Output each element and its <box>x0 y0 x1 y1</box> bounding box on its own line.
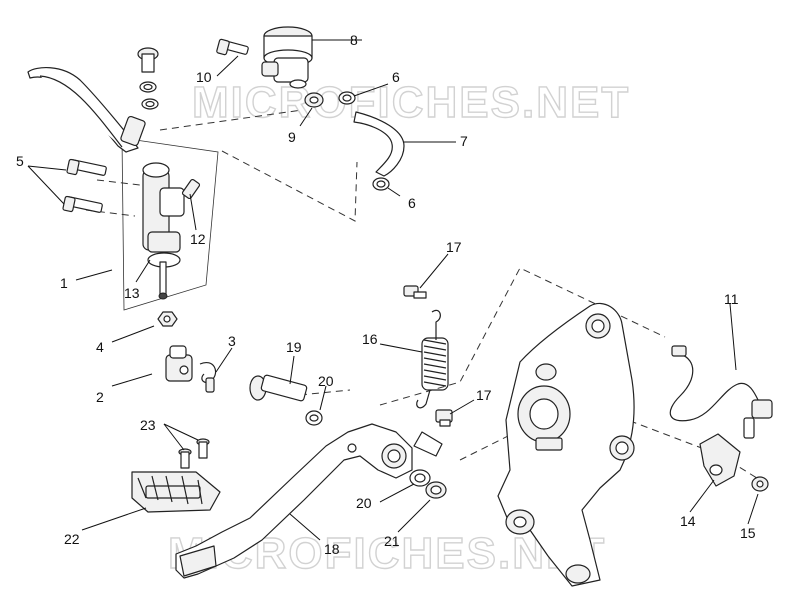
callout-13: 13 <box>124 285 140 301</box>
callout-17-bottom: 17 <box>476 387 492 403</box>
callout-15: 15 <box>740 525 756 541</box>
screws-23 <box>178 438 210 469</box>
sensor-bracket-14 <box>699 433 741 487</box>
banjo-bolt <box>137 47 159 110</box>
brake-hose-top-left <box>27 67 146 153</box>
callout-14: 14 <box>680 513 696 529</box>
callout-6-bottom: 6 <box>408 195 416 211</box>
bolt-pair-5 <box>62 158 107 213</box>
nut-4 <box>157 311 178 327</box>
callout-6-top: 6 <box>392 69 400 85</box>
sensor-cable-11 <box>669 345 773 439</box>
pin-17-top <box>403 285 427 299</box>
callout-1: 1 <box>60 275 68 291</box>
bushing-21 <box>425 481 447 499</box>
brake-caliper-bracket <box>497 302 635 587</box>
callout-7: 7 <box>460 133 468 149</box>
hose-clamp-6-top <box>338 91 356 105</box>
callout-5: 5 <box>16 153 24 169</box>
watermark-top: MICROFICHES.NET <box>192 78 630 127</box>
callout-12: 12 <box>190 231 206 247</box>
bleed-screw-12 <box>181 178 201 200</box>
washer-20-bottom <box>409 469 431 487</box>
pivot-bolt-19 <box>249 374 308 402</box>
pedal-tip-22 <box>131 471 221 513</box>
callout-9: 9 <box>288 129 296 145</box>
callout-18: 18 <box>324 541 340 557</box>
screw-15 <box>751 476 769 492</box>
clip-3 <box>199 362 217 393</box>
callout-22: 22 <box>64 531 80 547</box>
callout-2: 2 <box>96 389 104 405</box>
washer-20-top <box>305 410 323 426</box>
callout-17-top: 17 <box>446 239 462 255</box>
return-spring-16 <box>416 309 449 409</box>
callout-20-top: 20 <box>318 373 334 389</box>
bolt-10 <box>216 38 249 56</box>
hose-clamp-6-bottom <box>372 177 390 191</box>
callout-10: 10 <box>196 69 212 85</box>
callout-19: 19 <box>286 339 302 355</box>
callout-21: 21 <box>384 533 400 549</box>
callout-3: 3 <box>228 333 236 349</box>
fitting-9 <box>304 92 324 108</box>
callout-20-bottom: 20 <box>356 495 372 511</box>
clevis-fork-2 <box>165 345 193 382</box>
pin-17-bottom <box>435 409 453 427</box>
fluid-reservoir-8 <box>261 26 313 89</box>
callout-8: 8 <box>350 32 358 48</box>
rear-master-cylinder <box>142 162 185 300</box>
callout-4: 4 <box>96 339 104 355</box>
callout-16: 16 <box>362 331 378 347</box>
brake-pedal-18 <box>175 423 443 579</box>
callouts: 1 2 3 4 5 6 6 7 8 9 10 11 12 13 14 15 16… <box>16 32 756 557</box>
callout-11: 11 <box>724 291 739 307</box>
reservoir-hose-7 <box>353 111 405 177</box>
callout-23: 23 <box>140 417 156 433</box>
leader-lines <box>27 39 759 541</box>
